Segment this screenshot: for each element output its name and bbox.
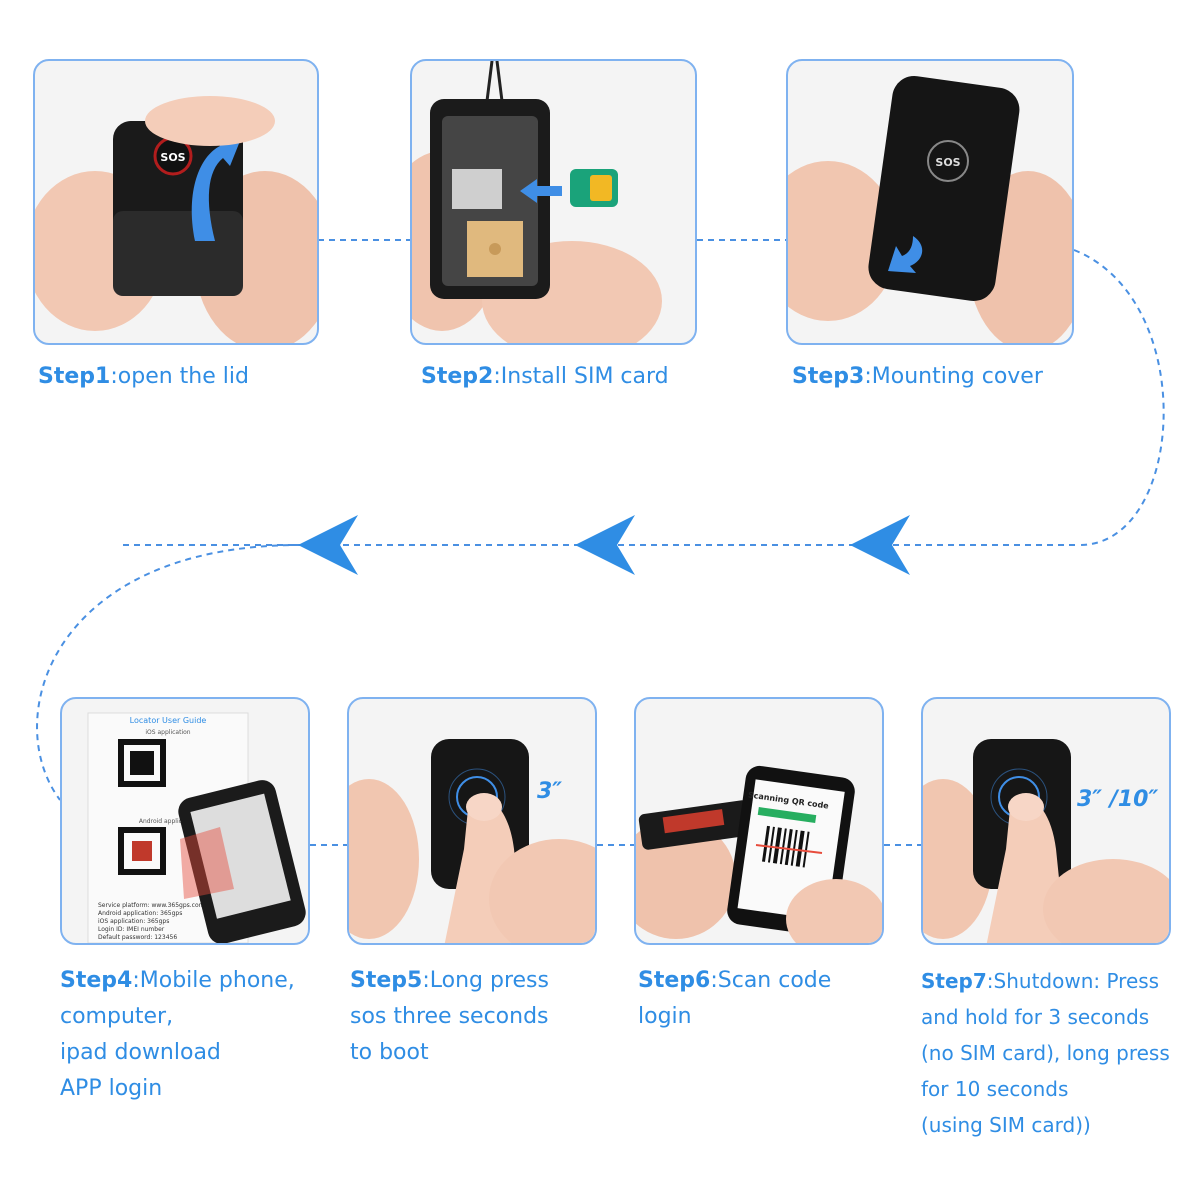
step4-photo: Locator User Guide iOS application Andro…: [60, 697, 310, 945]
step5-photo: 3″: [347, 697, 597, 945]
step6-photo: Scanning QR code: [634, 697, 884, 945]
connector-left-curve: [36, 544, 301, 801]
svg-text:SOS: SOS: [160, 151, 185, 164]
step6-caption: Step6:Scan code login: [638, 968, 832, 1029]
step3-photo: SOS: [786, 59, 1074, 345]
barcode-sticker: [662, 809, 725, 834]
press-time-label: 3″ /10″: [1077, 787, 1159, 812]
sim-slot: [452, 169, 502, 209]
press-time-label: 3″: [537, 779, 563, 804]
step1-photo: SOS: [33, 59, 319, 345]
press-arrow-icon: [888, 236, 923, 273]
step7-caption: Step7:Shutdown: Press and hold for 3 sec…: [921, 969, 1170, 1137]
sos-button-icon: [927, 140, 969, 182]
svg-text:Service platform: www.365gps.c: Service platform: www.365gps.com: [98, 902, 205, 909]
svg-text:Android application: 365gps: Android application: 365gps: [98, 910, 182, 917]
connector-3-down: [1073, 249, 1165, 546]
svg-text:SOS: SOS: [935, 156, 960, 169]
svg-text:Login ID: IMEI number: Login ID: IMEI number: [98, 926, 165, 933]
svg-text:Locator User Guide: Locator User Guide: [130, 716, 207, 725]
arrow-left-icon: [298, 515, 358, 575]
step7-photo: 3″ /10″: [921, 697, 1171, 945]
lift-arrow-icon: [191, 136, 240, 241]
svg-text:Default password: 123456: Default password: 123456: [98, 934, 177, 941]
svg-text:iOS application: 365gps: iOS application: 365gps: [98, 918, 169, 925]
svg-text:Android application: Android application: [139, 818, 197, 825]
step4-caption: Step4:Mobile phone, computer, ipad downl…: [60, 968, 295, 1101]
step2-photo: [410, 59, 697, 345]
step5-caption: Step5:Long press sos three seconds to bo…: [350, 968, 549, 1065]
svg-text:iOS application: iOS application: [145, 729, 190, 736]
step2-caption: Step2:Install SIM card: [421, 364, 669, 389]
step1-caption: Step1:open the lid: [38, 364, 249, 389]
step3-caption: Step3:Mounting cover: [792, 364, 1043, 389]
arrow-left-icon: [575, 515, 635, 575]
arrow-left-icon: [850, 515, 910, 575]
insert-arrow-icon: [520, 179, 562, 203]
scan-beam: [180, 827, 234, 899]
